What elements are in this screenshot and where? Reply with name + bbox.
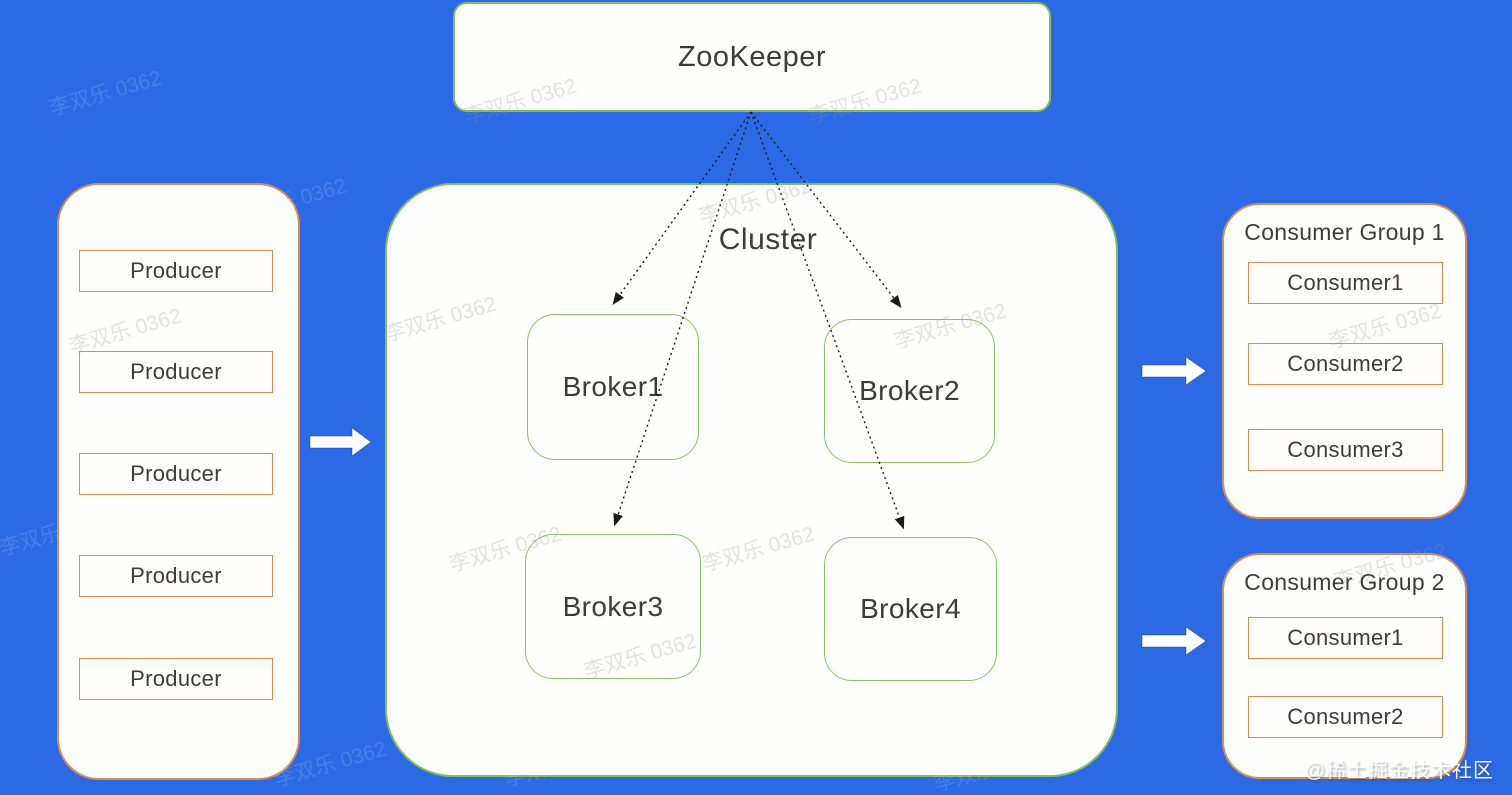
consumer-group-2-title: Consumer Group 2: [1244, 569, 1445, 595]
flow-arrow-producers-to-cluster: [309, 427, 372, 457]
broker-node-4: Broker4: [824, 537, 997, 681]
consumer-group-1-title: Consumer Group 1: [1244, 219, 1445, 245]
zookeeper-node: ZooKeeper: [453, 2, 1051, 112]
broker-node-1: Broker1: [527, 314, 699, 460]
producer-node: Producer: [79, 453, 273, 495]
broker-node-3: Broker3: [525, 534, 701, 679]
broker-node-2: Broker2: [824, 319, 995, 463]
producer-node: Producer: [79, 250, 273, 292]
flow-arrow-cluster-to-group1: [1141, 356, 1207, 386]
consumer-node: Consumer2: [1248, 696, 1443, 738]
zookeeper-label: ZooKeeper: [678, 40, 826, 73]
cluster-panel: Cluster Broker1 Broker2 Broker3 Broker4: [385, 183, 1118, 777]
consumer-group-1-panel: Consumer Group 1 Consumer1 Consumer2 Con…: [1222, 203, 1467, 519]
consumer-node: Consumer3: [1248, 429, 1443, 471]
flow-arrow-cluster-to-group2: [1141, 626, 1207, 656]
consumer-node: Consumer1: [1248, 262, 1443, 304]
cluster-label: Cluster: [718, 223, 818, 256]
producers-panel: Producer Producer Producer Producer Prod…: [57, 183, 300, 780]
producer-node: Producer: [79, 658, 273, 700]
consumer-node: Consumer1: [1248, 617, 1443, 659]
producer-node: Producer: [79, 351, 273, 393]
consumer-node: Consumer2: [1248, 343, 1443, 385]
producer-node: Producer: [79, 555, 273, 597]
consumer-group-2-panel: Consumer Group 2 Consumer1 Consumer2: [1222, 553, 1467, 779]
diagonal-watermark: 李双乐 0362: [46, 66, 165, 121]
